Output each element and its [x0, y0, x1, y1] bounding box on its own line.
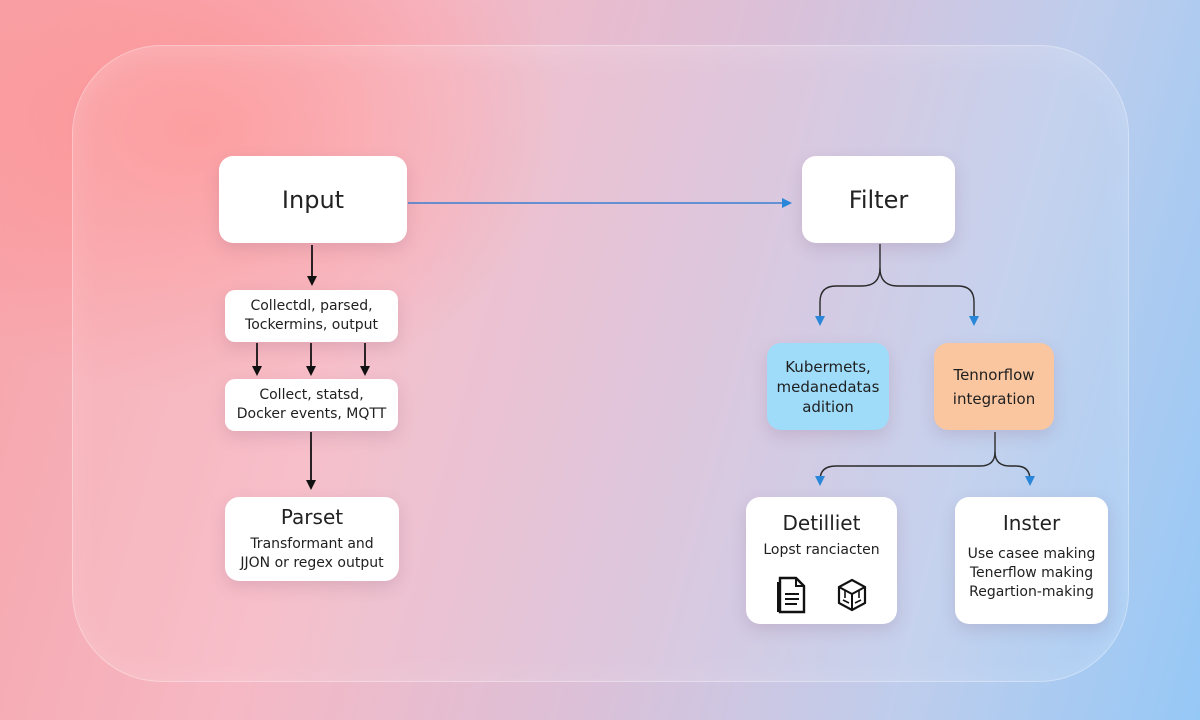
node-detilliet-subtitle: Lopst ranciacten: [763, 542, 880, 558]
cube-icon: [837, 578, 866, 612]
node-filter: Filter: [802, 156, 955, 243]
node-kubernetes-line2: medanedatas: [776, 377, 880, 396]
node-collect-primary-line2: Tockermins, output: [245, 317, 378, 333]
node-collect-secondary: Collect, statsd, Docker events, MQTT: [225, 379, 398, 431]
node-detilliet-icons: [775, 576, 869, 614]
document-icon: [776, 576, 805, 614]
node-kubernetes: Kubermets, medanedatas adition: [767, 343, 889, 430]
node-inster-line3: Regartion-making: [969, 584, 1094, 600]
node-filter-title: Filter: [848, 185, 909, 214]
node-tensorflow-line1: Tennorflow: [953, 365, 1035, 384]
node-parset-line2: JJON or regex output: [240, 555, 384, 571]
node-inster-title: Inster: [1002, 511, 1061, 535]
node-collect-secondary-line1: Collect, statsd,: [259, 387, 364, 403]
node-inster: Inster Use casee making Tenerflow making…: [955, 497, 1108, 624]
node-inster-line1: Use casee making: [967, 546, 1096, 562]
node-collect-secondary-line2: Docker events, MQTT: [236, 406, 387, 422]
node-detilliet-title: Detilliet: [782, 511, 861, 535]
node-input: Input: [219, 156, 407, 243]
node-detilliet: Detilliet Lopst ranciacten: [746, 497, 897, 624]
node-parset-title: Parset: [280, 505, 344, 529]
node-tensorflow: Tennorflow integration: [934, 343, 1054, 430]
node-collect-primary-line1: Collectdl, parsed,: [250, 298, 373, 314]
node-tensorflow-line2: integration: [952, 389, 1036, 408]
node-parset-line1: Transformant and: [250, 536, 374, 552]
node-kubernetes-line3: adition: [802, 397, 854, 416]
node-parset: Parset Transformant and JJON or regex ou…: [225, 497, 399, 581]
node-input-title: Input: [281, 185, 345, 214]
node-collect-primary: Collectdl, parsed, Tockermins, output: [225, 290, 398, 342]
node-kubernetes-line1: Kubermets,: [785, 357, 871, 376]
node-inster-line2: Tenerflow making: [969, 565, 1094, 581]
